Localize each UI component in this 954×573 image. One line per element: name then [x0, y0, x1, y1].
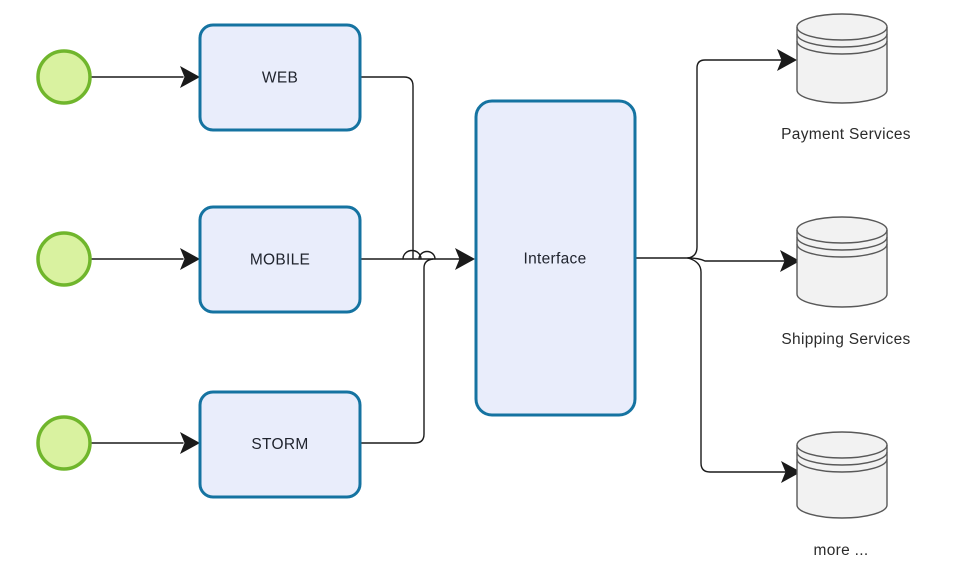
- node-web-label: WEB: [262, 70, 298, 87]
- node-mobile-label: MOBILE: [250, 252, 310, 269]
- arrowhead-icon: [180, 66, 200, 88]
- datastore-more[interactable]: more ...: [796, 431, 888, 559]
- connector-web-to-interface: [359, 76, 414, 259]
- connector-storm-to-interface: [359, 258, 434, 444]
- arrowhead-icon: [781, 461, 801, 483]
- arrowhead-icon: [777, 49, 797, 71]
- node-interface-label: Interface: [523, 251, 586, 268]
- line-jump-icon: [402, 249, 422, 260]
- database-icon: [796, 216, 888, 308]
- start-event-icon[interactable]: [36, 49, 92, 105]
- node-interface[interactable]: Interface: [474, 99, 637, 417]
- node-web[interactable]: WEB: [198, 23, 362, 132]
- connector-start1-to-web: [90, 66, 200, 88]
- start-event-icon[interactable]: [36, 231, 92, 287]
- arrowhead-icon: [455, 248, 475, 270]
- datastore-shipping[interactable]: Shipping Services: [781, 216, 910, 348]
- database-icon: [796, 13, 888, 104]
- line-jump-icon: [418, 250, 436, 260]
- datastore-shipping-label: Shipping Services: [781, 331, 910, 348]
- datastore-payment[interactable]: Payment Services: [781, 13, 911, 143]
- start-event-icon[interactable]: [36, 415, 92, 471]
- arrowhead-icon: [780, 250, 800, 272]
- node-mobile[interactable]: MOBILE: [198, 205, 362, 314]
- connector-mobile-to-interface: [359, 248, 475, 270]
- connector-start3-to-storm: [90, 432, 200, 454]
- datastore-more-label: more ...: [814, 542, 869, 559]
- datastore-payment-label: Payment Services: [781, 126, 911, 143]
- arrowhead-icon: [180, 432, 200, 454]
- node-storm-label: STORM: [251, 436, 308, 453]
- arrowhead-icon: [180, 248, 200, 270]
- connector-start2-to-mobile: [90, 248, 200, 270]
- connector-interface-to-payment: [687, 49, 797, 259]
- node-storm[interactable]: STORM: [198, 390, 362, 499]
- database-icon: [796, 431, 888, 519]
- connector-interface-to-more: [687, 257, 801, 483]
- connector-interface-to-shipping: [687, 250, 800, 272]
